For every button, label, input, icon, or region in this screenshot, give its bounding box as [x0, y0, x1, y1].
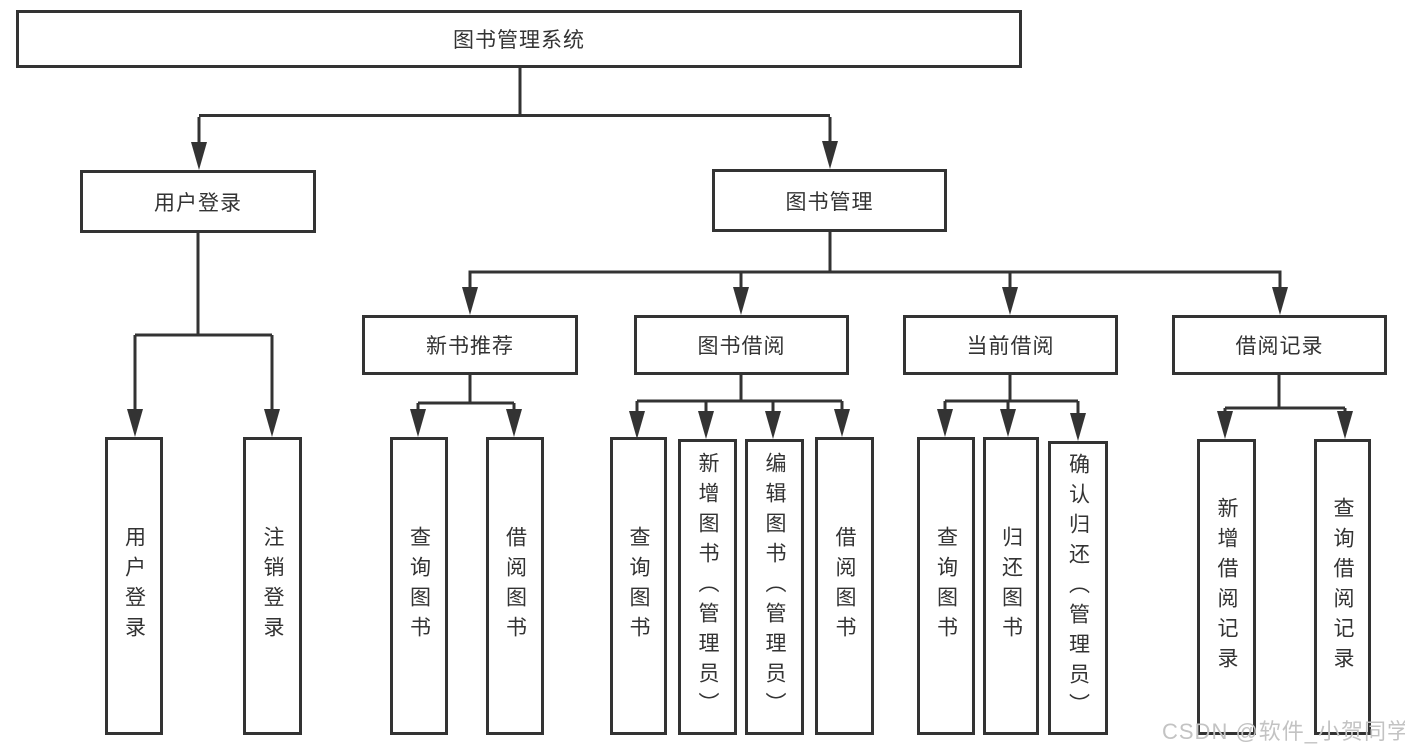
- leaf-query-books-3: 查询图书: [917, 437, 975, 735]
- watermark: CSDN @软件_小贺同学: [1162, 719, 1405, 744]
- node-root: 图书管理系统: [16, 10, 1022, 68]
- leaf-query-borrow-record: 查询借阅记录: [1314, 439, 1371, 735]
- leaf-confirm-return-admin: 确认归还（管理员）: [1048, 441, 1108, 735]
- leaf-add-borrow-record: 新增借阅记录: [1197, 439, 1256, 735]
- leaf-borrow-books-2: 借阅图书: [815, 437, 874, 735]
- leaf-user-login: 用户登录: [105, 437, 163, 735]
- node-book-borrow: 图书借阅: [634, 315, 849, 375]
- leaf-add-books-admin: 新增图书（管理员）: [678, 439, 737, 735]
- node-current-borrow: 当前借阅: [903, 315, 1118, 375]
- node-borrow-records: 借阅记录: [1172, 315, 1387, 375]
- leaf-edit-books-admin: 编辑图书（管理员）: [745, 439, 804, 735]
- leaf-return-books: 归还图书: [983, 437, 1039, 735]
- node-book-management: 图书管理: [712, 169, 947, 232]
- leaf-query-books-2: 查询图书: [610, 437, 667, 735]
- leaf-borrow-books-1: 借阅图书: [486, 437, 544, 735]
- node-new-book-recommend: 新书推荐: [362, 315, 578, 375]
- node-user-login: 用户登录: [80, 170, 316, 233]
- leaf-logout: 注销登录: [243, 437, 302, 735]
- leaf-query-books-1: 查询图书: [390, 437, 448, 735]
